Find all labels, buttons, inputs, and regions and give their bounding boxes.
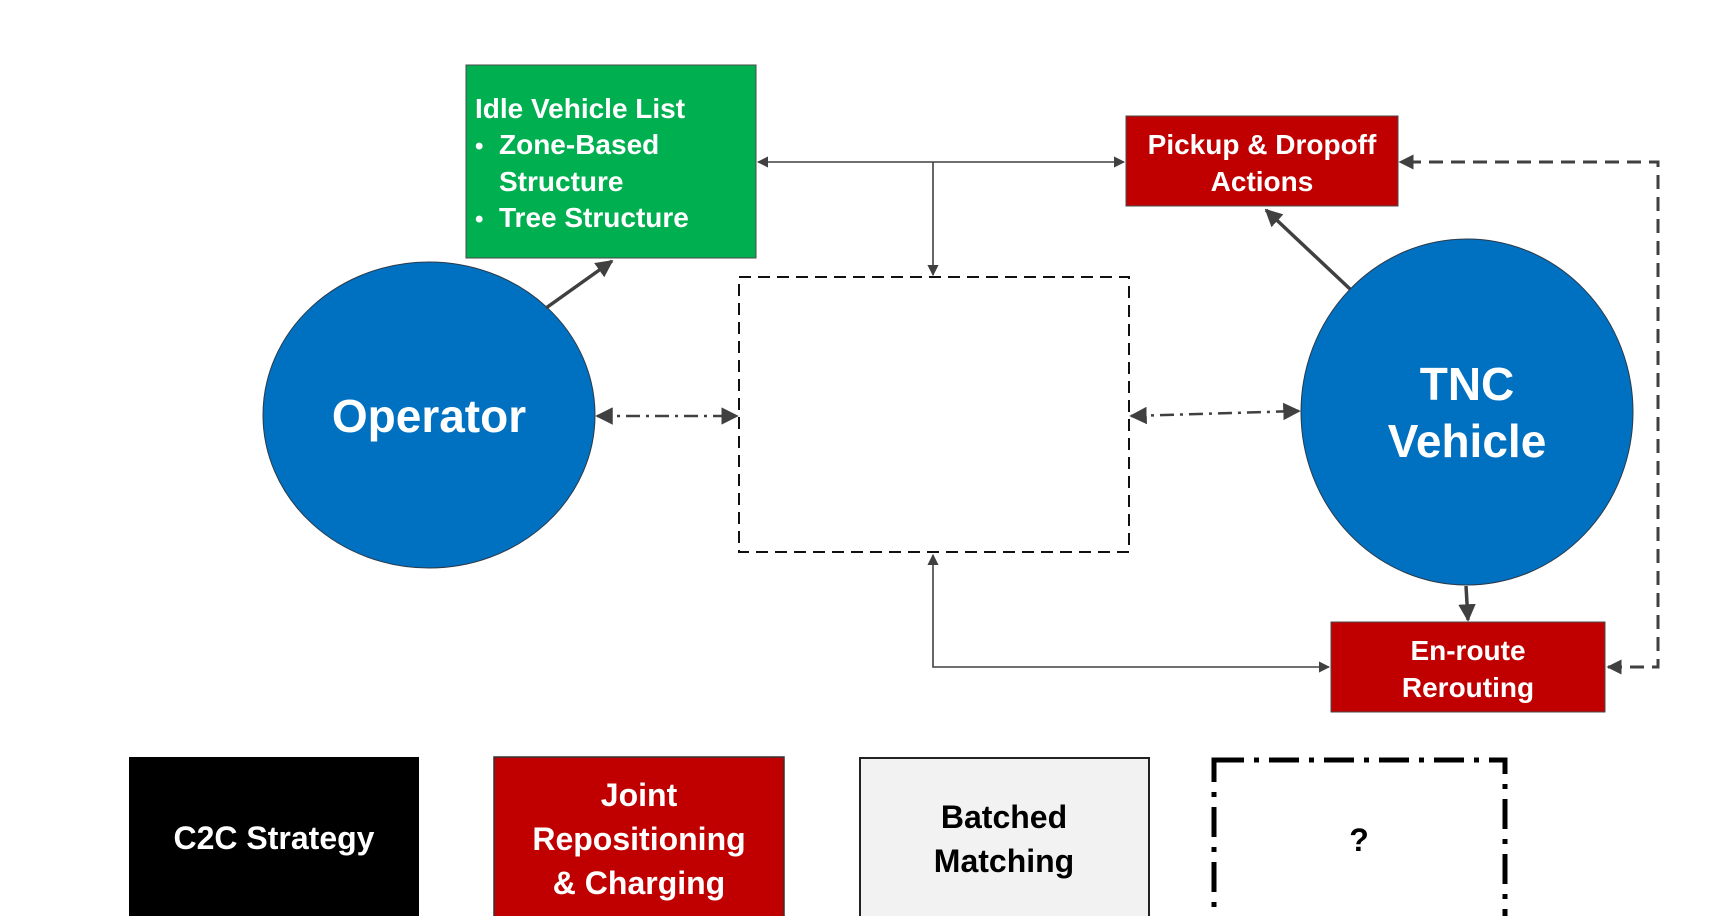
legend-joint-line3: & Charging	[553, 865, 725, 901]
enroute-rerouting-box: En-route Rerouting	[1330, 621, 1606, 713]
idle-vehicle-list-box: Idle Vehicle List • Zone-Based Structure…	[465, 64, 757, 259]
enroute-label-line2: Rerouting	[1402, 672, 1534, 703]
tnc-vehicle-node: TNC Vehicle	[1300, 238, 1634, 586]
arrow-tnc-to-enroute	[1458, 585, 1476, 622]
legend-unknown-label: ?	[1349, 822, 1369, 858]
arrow-tnc-to-pickup	[1264, 208, 1352, 291]
connectors	[544, 154, 1660, 675]
pickup-label-line1: Pickup & Dropoff	[1148, 129, 1377, 160]
idle-list-bullet-2: •	[475, 206, 483, 233]
operator-label: Operator	[332, 390, 526, 442]
legend-batched-line2: Matching	[934, 843, 1074, 879]
operator-node: Operator	[262, 261, 596, 569]
idle-list-item-tree: Tree Structure	[499, 202, 689, 233]
tnc-label-line2: Vehicle	[1388, 415, 1547, 467]
legend: C2C Strategy Joint Repositioning & Charg…	[129, 756, 1508, 916]
tnc-label-line1: TNC	[1420, 358, 1515, 410]
arrow-operator-to-idle-list	[544, 259, 614, 310]
enroute-label-line1: En-route	[1410, 635, 1525, 666]
arrow-center-enroute-elbow	[927, 553, 1331, 673]
legend-batched-line1: Batched	[941, 799, 1067, 835]
legend-batched-matching: Batched Matching	[859, 757, 1150, 916]
arrow-enroute-pickup-dashed-loop	[1398, 154, 1660, 675]
idle-list-item-zone-cont: Structure	[499, 166, 623, 197]
legend-joint-repositioning: Joint Repositioning & Charging	[493, 756, 785, 916]
idle-list-item-zone: Zone-Based	[499, 129, 659, 160]
pickup-label-line2: Actions	[1211, 166, 1314, 197]
legend-joint-line1: Joint	[601, 777, 678, 813]
legend-joint-line2: Repositioning	[532, 821, 745, 857]
legend-c2c-strategy: C2C Strategy	[129, 757, 419, 916]
idle-list-title: Idle Vehicle List	[475, 93, 685, 124]
idle-list-bullet-1: •	[475, 133, 483, 160]
pickup-dropoff-box: Pickup & Dropoff Actions	[1125, 115, 1399, 207]
legend-c2c-label: C2C Strategy	[174, 820, 375, 856]
legend-unknown: ?	[1211, 757, 1508, 916]
center-dashed-box	[738, 276, 1130, 553]
arrow-center-tnc-dashdot	[1129, 402, 1301, 425]
